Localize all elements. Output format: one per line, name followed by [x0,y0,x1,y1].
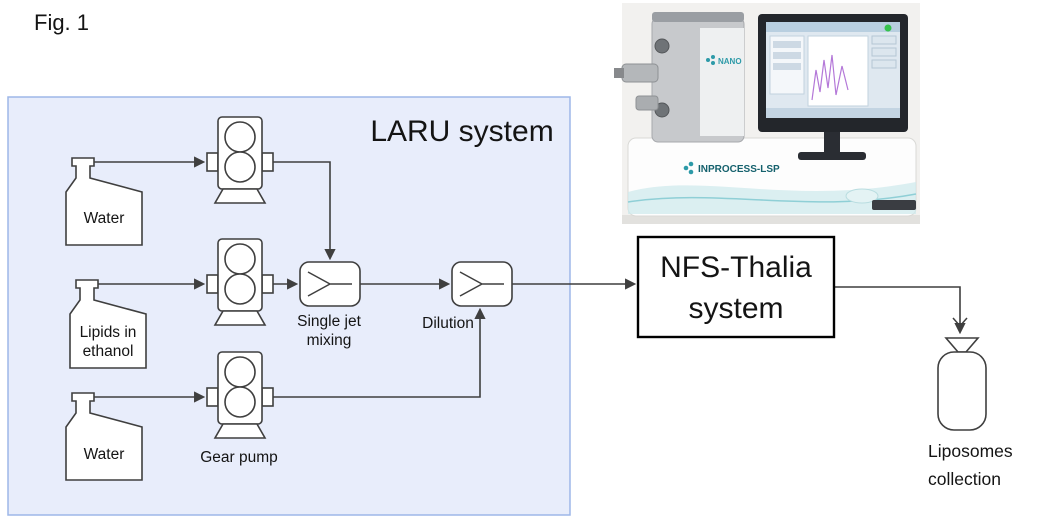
single-jet-label-line1: Single jet [297,313,361,330]
arrow-pump-bottom-to-dilution [273,307,486,398]
photo-table-shadow [622,215,920,224]
collection-bottle [937,351,987,431]
water-bottom-bottle [65,392,143,481]
brand-logo-dot [688,169,694,175]
device-logo-dot [706,58,710,62]
instrument-photo: INPROCESS-LSP NANO [614,3,920,224]
software-chart-area [807,35,869,107]
dilution-glyph-icon [459,271,504,297]
cabinet-badge [845,188,879,204]
keyboard [872,200,916,210]
collection-funnel [944,337,980,353]
nfs-thalia-label-line2: system [688,292,783,325]
water-bottom-label: Water [84,446,125,463]
arrow-nfs-to-collection [834,286,966,335]
brand-label: INPROCESS-LSP [698,164,780,175]
figure-label: Fig. 1 [34,10,89,35]
brand-logo-dot [683,165,689,171]
lipids-bottle [69,279,147,369]
arrow-pump-top-to-mixer [273,161,336,261]
water-top-bottle [65,157,143,246]
device-logo-dot [711,61,715,65]
device-label: NANO [718,57,742,66]
software-field [773,63,801,70]
software-button [871,35,897,45]
laru-system-title: LARU system [370,115,553,148]
collection-label-line2: collection [928,469,1001,489]
double-arrowhead-icon [952,317,968,328]
window-titlebar [766,22,900,32]
single-jet-label-line2: mixing [307,332,352,349]
gear-pump-label: Gear pump [200,449,278,466]
brand-logo-dot [688,161,694,167]
collection-label-line1: Liposomes [928,441,1013,461]
monitor-stand [824,128,840,154]
instrument-fitting [635,95,659,111]
lipids-label-line2: ethanol [83,343,134,360]
software-button [871,47,897,57]
status-indicator-dot [884,24,892,32]
instrument-knob [654,38,670,54]
instrument-front-panel [700,28,744,136]
nfs-thalia-box [636,235,836,339]
software-statusbar [766,108,900,118]
nfs-thalia-label-line1: NFS-Thalia [660,251,812,284]
software-button [871,59,897,69]
software-chart-trace [811,54,849,101]
software-field [773,52,801,59]
jet-glyph-icon [307,271,352,297]
instrument-top-cap [652,12,744,22]
monitor-base [798,152,866,160]
flow-cell-port [621,63,659,83]
cabinet-wave-graphic [628,182,916,214]
lipids-label-line1: Lipids in [80,324,137,341]
flow-cell-tip [614,68,624,78]
water-top-label: Water [84,210,125,227]
device-logo-dot [711,55,715,59]
software-field [773,41,801,48]
dilution-label: Dilution [422,315,474,332]
